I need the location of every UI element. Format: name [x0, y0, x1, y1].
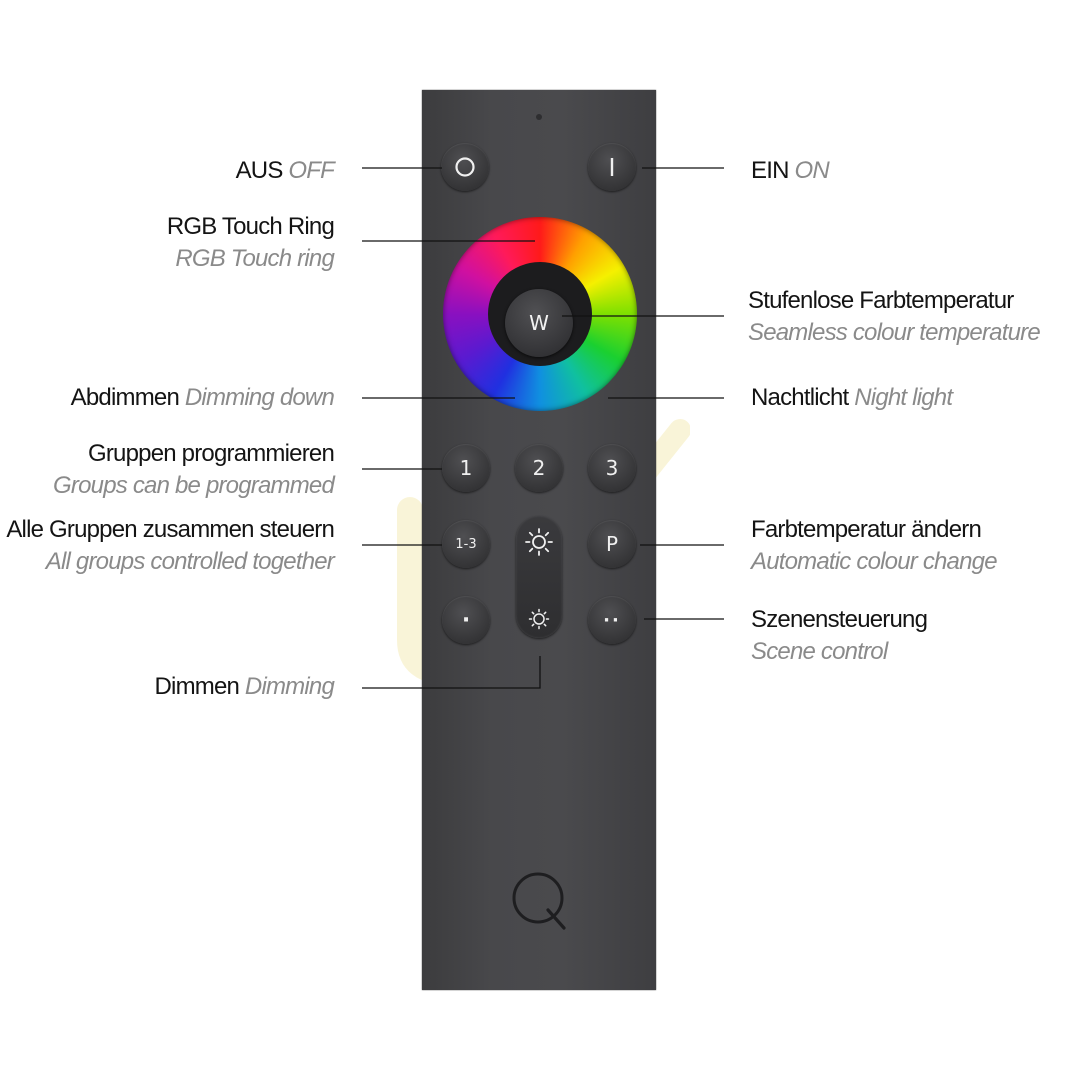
label-scene-de: Szenensteuerung [751, 606, 928, 633]
label-groups-en: Groups can be programmed [53, 472, 335, 499]
label-color-temp: Stufenlose Farbtemperatur Seamless colou… [748, 285, 1041, 349]
label-dimming: Dimmen Dimming [155, 671, 335, 703]
label-dimming-en: Dimming [244, 673, 335, 700]
label-color-temp-en: Seamless colour temperature [748, 319, 1041, 346]
brightness-down-icon[interactable] [528, 608, 550, 630]
label-on: EIN ON [751, 155, 830, 187]
label-all-groups: Alle Gruppen zusammen steuern All groups… [6, 514, 334, 578]
brightness-up-icon[interactable] [524, 527, 554, 557]
label-dimming-down-de: Abdimmen [70, 384, 180, 411]
status-led [536, 114, 542, 120]
label-rgb-ring-en: RGB Touch ring [175, 245, 334, 272]
all-groups-label: 1-3 [455, 536, 477, 552]
on-icon [610, 158, 614, 176]
label-auto-color: Farbtemperatur ändern Automatic colour c… [751, 514, 998, 578]
label-color-temp-de: Stufenlose Farbtemperatur [748, 287, 1014, 314]
label-night-light-de: Nachtlicht [751, 384, 849, 411]
scene-2-label: ·· [603, 609, 621, 631]
group-3-label: 3 [605, 456, 619, 480]
label-night-light: Nachtlicht Night light [751, 382, 953, 414]
label-groups: Gruppen programmieren Groups can be prog… [53, 438, 335, 502]
label-all-groups-en: All groups controlled together [45, 548, 335, 575]
label-auto-color-de: Farbtemperatur ändern [751, 516, 982, 543]
white-button-label: W [529, 311, 549, 335]
label-off: AUS OFF [235, 155, 335, 187]
group-3-button[interactable]: 3 [588, 444, 636, 492]
label-auto-color-en: Automatic colour change [751, 548, 998, 575]
label-on-de: EIN [751, 157, 789, 184]
scene-2-button[interactable]: ·· [588, 596, 636, 644]
all-groups-button[interactable]: 1-3 [442, 520, 490, 568]
off-button[interactable] [441, 143, 489, 191]
on-button[interactable] [588, 143, 636, 191]
label-on-en: ON [794, 157, 829, 184]
label-dimming-de: Dimmen [154, 673, 240, 700]
label-dimming-down-en: Dimming down [184, 384, 335, 411]
label-rgb-ring: RGB Touch Ring RGB Touch ring [166, 211, 335, 275]
group-2-button[interactable]: 2 [515, 444, 563, 492]
program-label: P [605, 532, 619, 556]
group-1-button[interactable]: 1 [442, 444, 490, 492]
label-rgb-ring-de: RGB Touch Ring [166, 213, 335, 240]
label-dimming-down: Abdimmen Dimming down [70, 382, 335, 414]
label-night-light-en: Night light [854, 384, 953, 411]
label-off-de: AUS [235, 157, 284, 184]
program-button[interactable]: P [588, 520, 636, 568]
scene-1-button[interactable]: · [442, 596, 490, 644]
label-groups-de: Gruppen programmieren [88, 440, 335, 467]
q-logo-icon [512, 872, 566, 930]
white-button[interactable]: W [505, 289, 573, 357]
label-all-groups-de: Alle Gruppen zusammen steuern [6, 516, 334, 543]
off-icon [455, 157, 475, 177]
group-1-label: 1 [459, 456, 473, 480]
label-off-en: OFF [288, 157, 334, 184]
label-scene: Szenensteuerung Scene control [751, 604, 928, 668]
group-2-label: 2 [532, 456, 546, 480]
scene-1-label: · [461, 607, 471, 633]
label-scene-en: Scene control [751, 638, 888, 665]
